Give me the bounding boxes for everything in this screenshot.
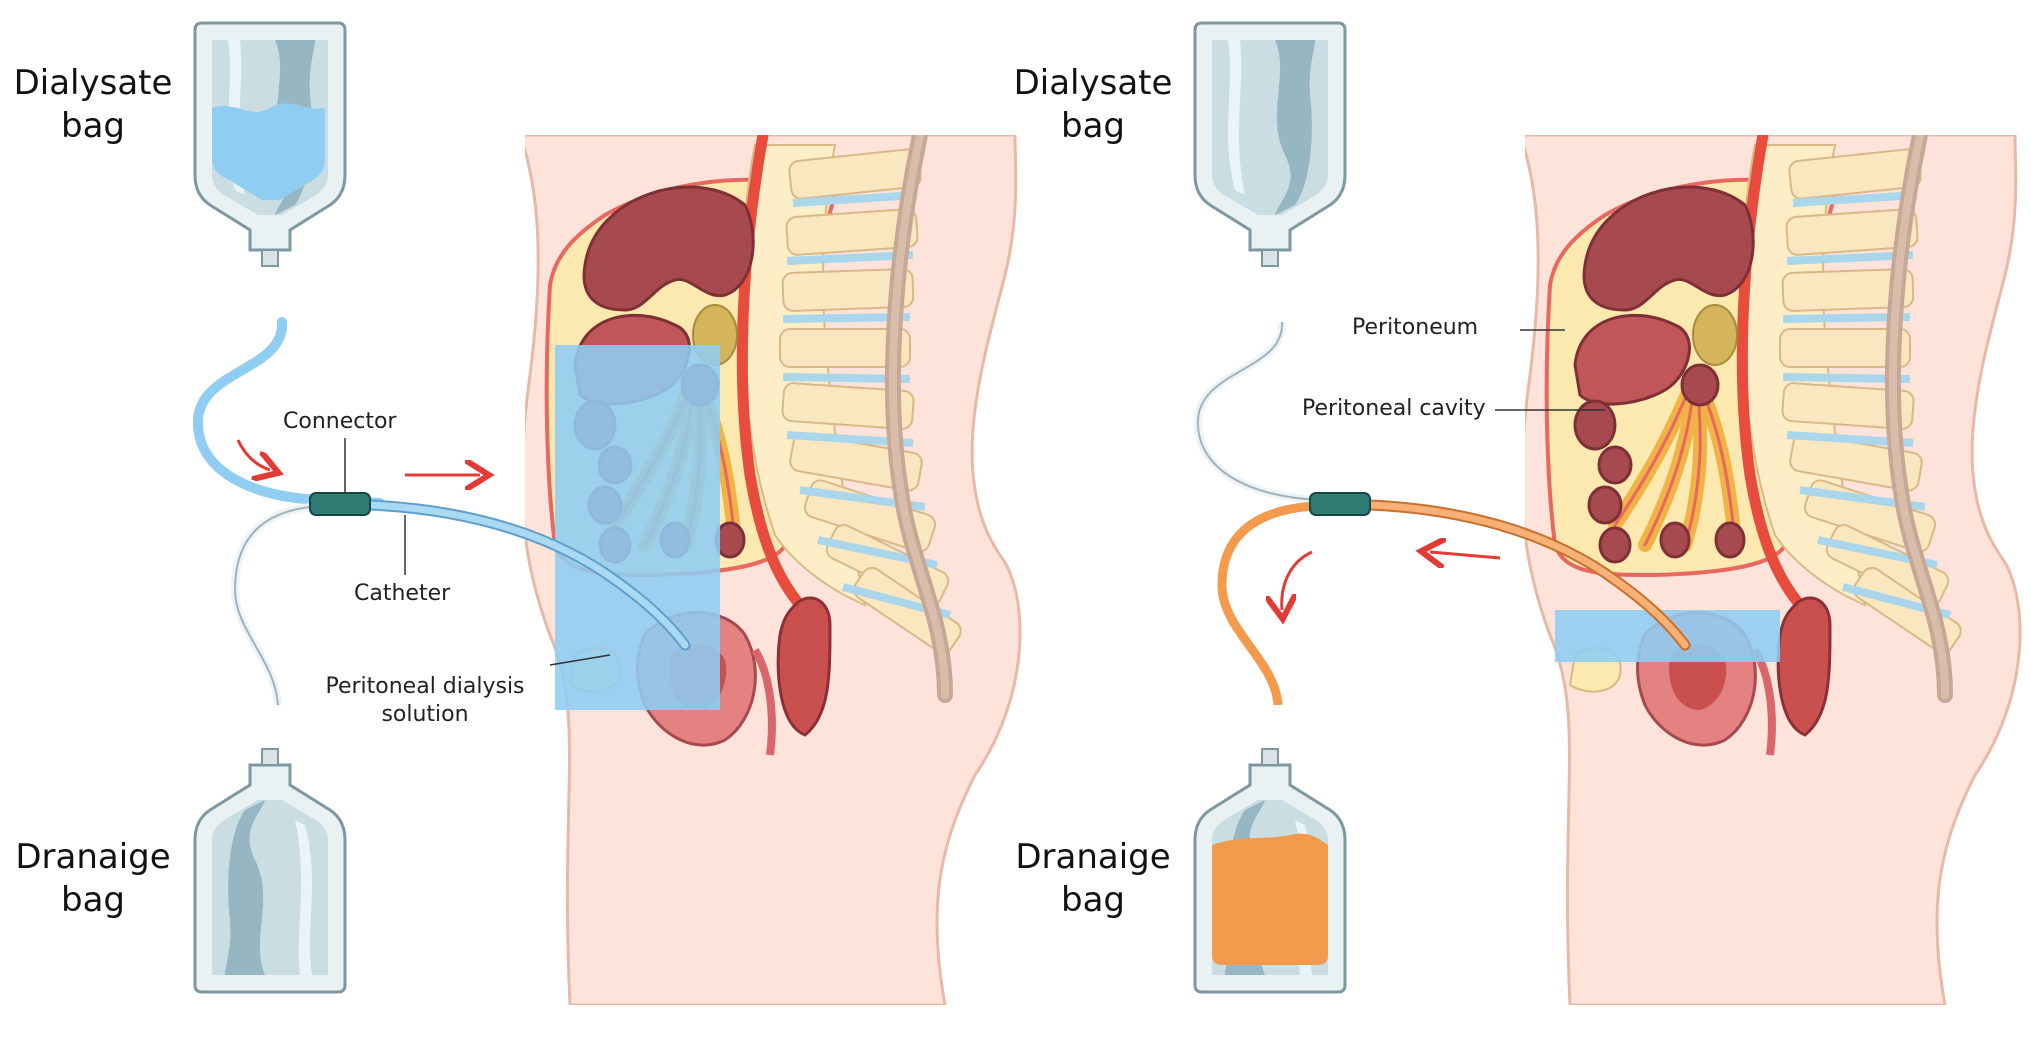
- dialysis-solution-fill: [555, 345, 720, 710]
- inflow-tube-left: [192, 317, 385, 508]
- connector-label: Connector: [283, 409, 397, 434]
- connector-left: [309, 492, 371, 516]
- drain-tube-right: [1217, 501, 1316, 706]
- flow-arrows: [236, 439, 1501, 610]
- dialysate-bag-right: [1193, 21, 1347, 268]
- drainage-bag-left: [193, 747, 347, 994]
- peritoneal-cavity-label: Peritoneal cavity: [1302, 396, 1486, 421]
- leader-lines: [344, 329, 1605, 666]
- dialysate-fluid-left: [212, 103, 325, 200]
- connector-right: [1309, 492, 1371, 516]
- peritoneum-label: Peritoneum: [1352, 315, 1479, 340]
- catheter-label: Catheter: [354, 581, 451, 606]
- effluent-fluid-right: [1212, 833, 1328, 965]
- dialysis-solution-label: Peritoneal dialysis solution: [325, 674, 525, 727]
